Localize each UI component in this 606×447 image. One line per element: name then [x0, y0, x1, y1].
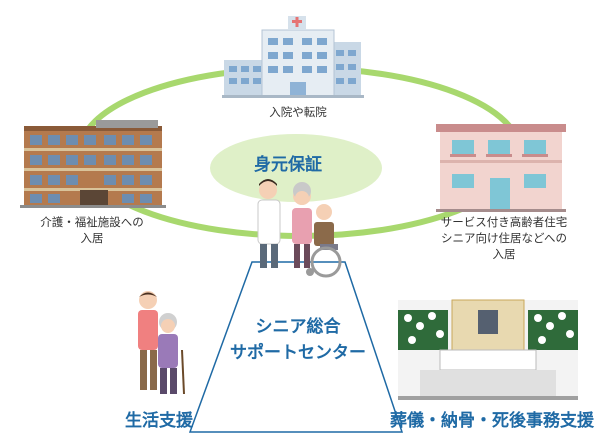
identity-guarantee-heading: 身元保証 [254, 155, 322, 175]
hospital-label: 入院や転院 [269, 105, 327, 119]
senior-housing-label-line3: 入居 [492, 247, 516, 261]
elderly-couple-illustration [138, 291, 185, 395]
support-triangle [188, 261, 404, 433]
hospital-building-illustration [222, 16, 364, 98]
center-ellipse [210, 134, 382, 202]
caregivers-illustration [257, 179, 342, 278]
senior-housing-label-line1: サービス付き高齢者住宅 [440, 215, 568, 229]
funeral-altar-illustration [398, 299, 578, 400]
care-facility-label-line1: 介護・福祉施設への [40, 215, 144, 229]
care-facility-illustration [20, 120, 166, 208]
funeral-support-label: 葬儀・納骨・死後事務支援 [390, 411, 594, 431]
center-title-line1: シニア総合 [255, 317, 341, 337]
care-facility-label-line2: 入居 [80, 231, 104, 245]
daily-support-label: 生活支援 [125, 411, 193, 431]
senior-housing-label-line2: シニア向け住居などへの [441, 231, 567, 245]
center-title-line2: サポートセンター [230, 343, 366, 363]
senior-housing-illustration [436, 124, 566, 212]
